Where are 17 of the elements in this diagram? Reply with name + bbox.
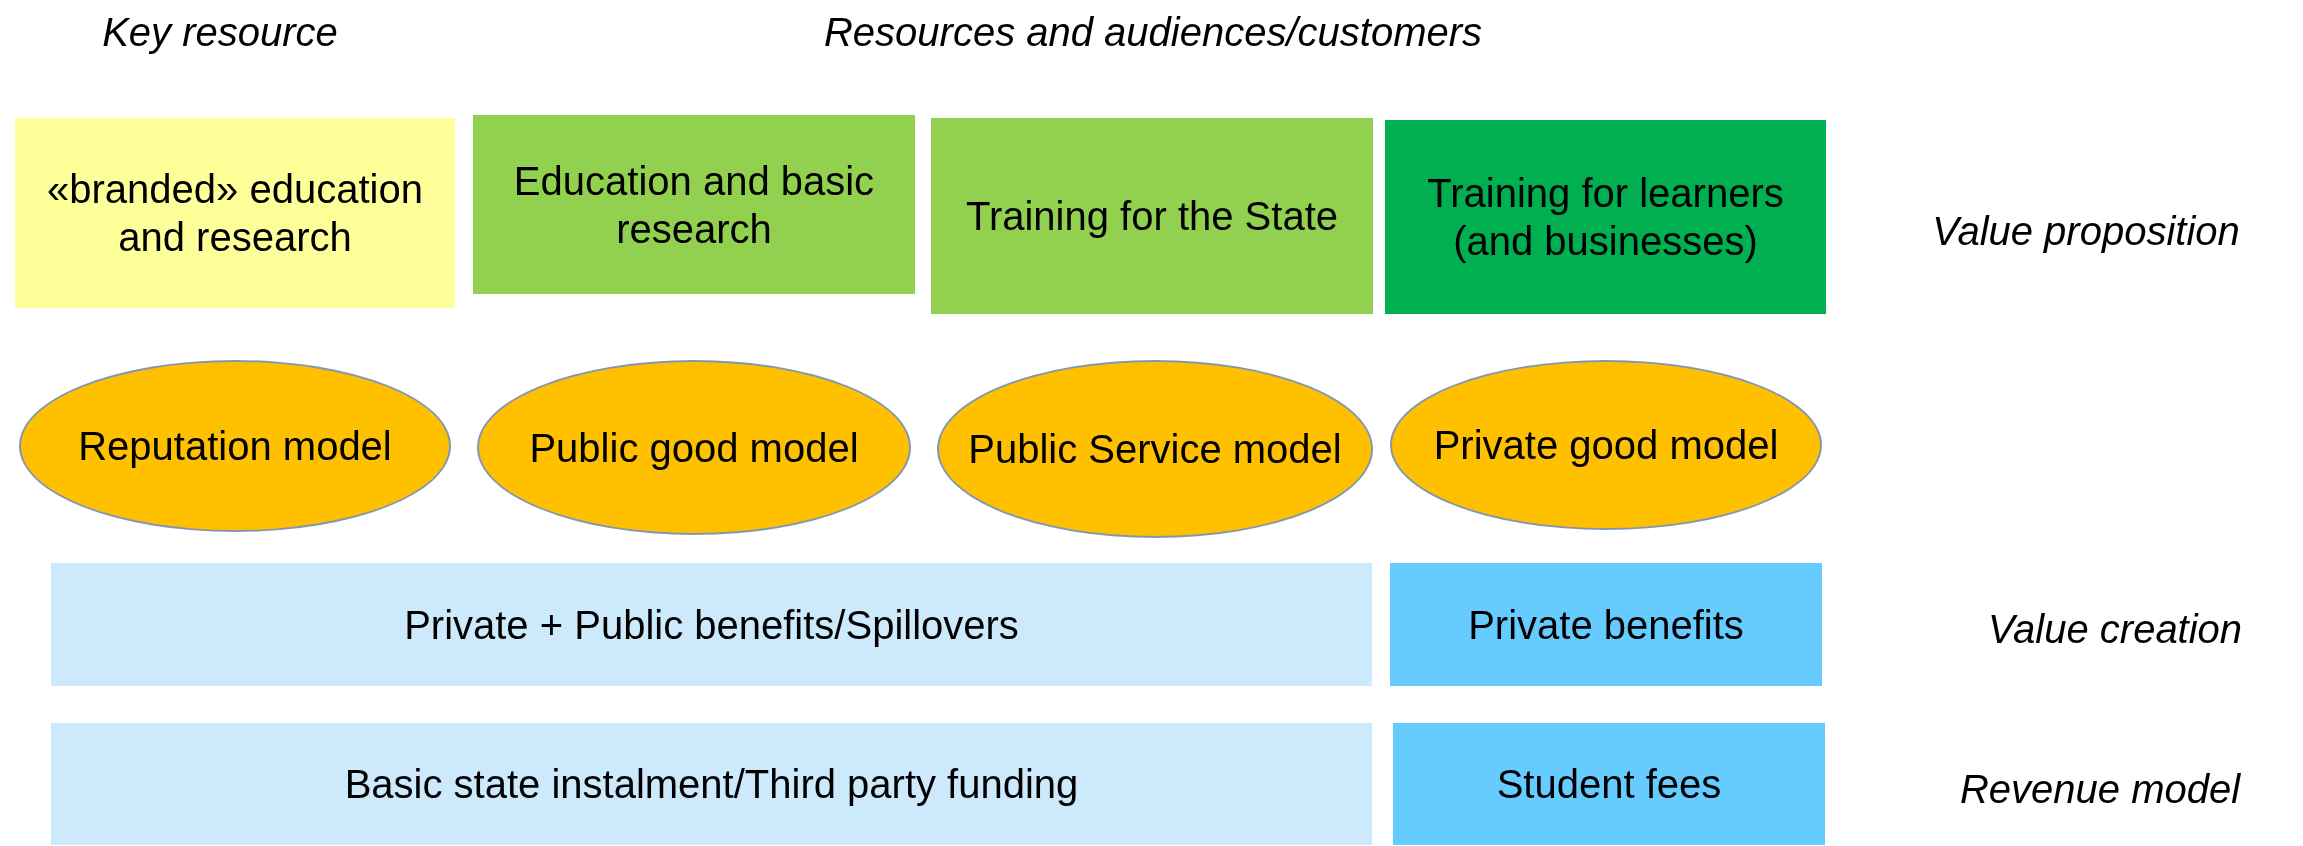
- row-heading: Revenue model: [1959, 766, 2241, 812]
- row-heading: Value creation: [1987, 606, 2243, 652]
- row-heading: Resources and audiences/customers: [823, 9, 1483, 55]
- value-proposition-box: Training for learners (and businesses): [1385, 120, 1826, 314]
- value-proposition-box: Education and basic research: [473, 115, 915, 294]
- row-heading: Value proposition: [1932, 208, 2240, 254]
- value-creation-bar: Private + Public benefits/Spillovers: [51, 563, 1372, 686]
- model-ellipse: Private good model: [1390, 360, 1822, 530]
- row-heading: Key resource: [102, 9, 338, 55]
- revenue-bar: Student fees: [1393, 723, 1825, 845]
- model-ellipse: Reputation model: [19, 360, 451, 532]
- value-creation-bar: Private benefits: [1390, 563, 1822, 686]
- resource-box: «branded» education and research: [15, 118, 455, 308]
- model-ellipse: Public good model: [477, 360, 911, 535]
- model-ellipse: Public Service model: [937, 360, 1373, 538]
- revenue-bar: Basic state instalment/Third party funding: [51, 723, 1372, 845]
- value-proposition-box: Training for the State: [931, 118, 1373, 314]
